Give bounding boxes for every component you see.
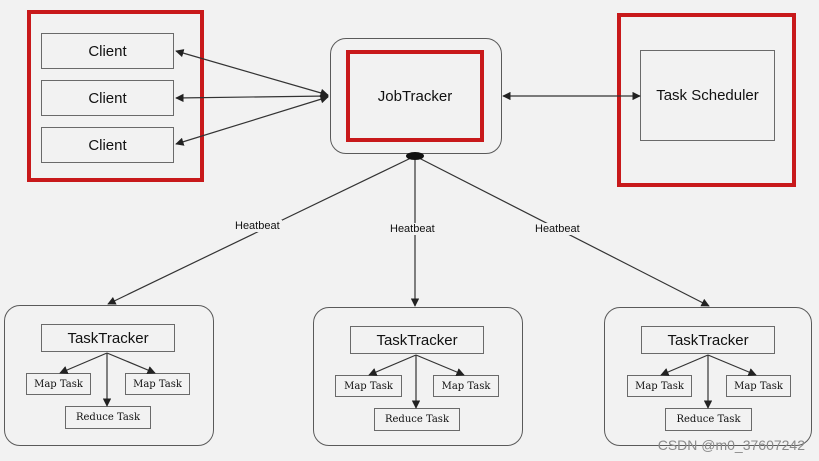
jobtracker-box: JobTracker [346,50,484,142]
client-box-3: Client [41,127,174,163]
scheduler-label: Task Scheduler [656,87,759,104]
tasktracker-box-2: TaskTracker [350,326,484,354]
heartbeat-hub [406,152,424,160]
reduce-task-label: Reduce Task [75,412,141,423]
client1-jobtracker-arrow [175,49,329,97]
tt1-map-left-arrow [59,352,108,374]
map-task-2-right: Map Task [433,375,499,397]
client-label-3: Client [88,136,127,154]
scheduler-box: Task Scheduler [640,50,775,141]
reduce-task-1: Reduce Task [65,406,151,429]
jobtracker-label: JobTracker [377,87,453,105]
map-task-label: Map Task [34,378,83,390]
heartbeat-label-1: Heatbeat [233,220,282,232]
map-task-label: Map Task [344,380,393,392]
client-label-2: Client [88,89,127,107]
heartbeat-label-2: Heatbeat [388,223,437,235]
heartbeat-label-3: Heatbeat [533,223,582,235]
client-box-2: Client [41,80,174,116]
reduce-task-label: Reduce Task [676,414,741,425]
map-task-3-left: Map Task [627,375,692,397]
tasktracker-label-3: TaskTracker [667,331,749,349]
map-task-label: Map Task [441,380,491,392]
map-task-label: Map Task [734,380,783,392]
tt2-map-left-arrow [368,354,417,376]
map-task-1-left: Map Task [26,373,91,395]
map-task-label: Map Task [133,378,182,390]
map-task-3-right: Map Task [726,375,791,397]
map-task-label: Map Task [635,380,684,392]
client-label-1: Client [88,42,127,60]
tasktracker-label-2: TaskTracker [376,331,458,349]
tt2-map-right-arrow [415,354,465,376]
client2-jobtracker-arrow [175,91,329,103]
tt1-map-right-arrow [106,352,156,374]
tt3-map-right-arrow [707,354,757,376]
reduce-task-label: Reduce Task [384,414,450,425]
map-task-1-right: Map Task [125,373,190,395]
tt3-map-left-arrow [660,354,709,376]
watermark-text: CSDN @m0_37607242 [657,437,805,453]
client-box-1: Client [41,33,174,69]
tasktracker-label-1: TaskTracker [67,329,149,347]
tasktracker-box-1: TaskTracker [41,324,175,352]
client3-jobtracker-arrow [175,95,329,146]
tasktracker-box-3: TaskTracker [641,326,775,354]
